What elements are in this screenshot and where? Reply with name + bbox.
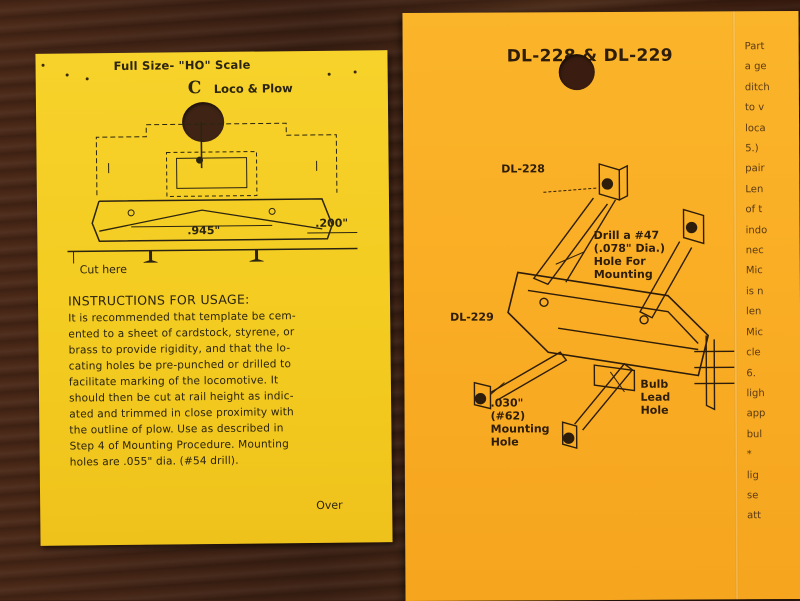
label-dl-228: DL-228 xyxy=(501,162,545,175)
side-text-line: cle xyxy=(746,343,800,364)
side-text-line: indo xyxy=(746,220,800,241)
side-text-line: Mic xyxy=(746,261,800,282)
side-text-line: lig xyxy=(747,465,800,486)
dimension-200: .200" xyxy=(315,217,348,230)
drill-note-line: Drill a #47 xyxy=(594,229,665,242)
side-text-line: * xyxy=(747,445,800,466)
over-label: Over xyxy=(316,499,343,512)
side-text-line: att xyxy=(747,506,800,527)
mounting-note-line: (#62) xyxy=(491,409,550,422)
drill-note-line: Hole For xyxy=(594,255,665,268)
drill-note: Drill a #47 (.078" Dia.) Hole For Mounti… xyxy=(594,229,666,281)
dimension-945: .945" xyxy=(187,224,220,237)
bulb-note-line: Hole xyxy=(641,404,671,417)
instructions-body: It is recommended that template be cem- … xyxy=(68,307,390,470)
mounting-note-line: Hole xyxy=(491,435,550,448)
bulb-note: Bulb Lead Hole xyxy=(640,378,670,417)
side-text-line: len xyxy=(746,302,800,323)
side-text-line: 6. xyxy=(746,363,800,384)
cut-here-label: Cut here xyxy=(80,263,127,276)
plow-template-drawing xyxy=(36,120,389,264)
hanger-hole xyxy=(559,54,595,90)
template-card: Full Size- "HO" Scale C Loco & Plow xyxy=(35,50,392,546)
side-text-line: ligh xyxy=(746,384,800,405)
scale-title: Full Size- "HO" Scale xyxy=(113,58,250,73)
side-text-line: 5.) xyxy=(745,139,800,160)
side-text-line: is n xyxy=(746,282,800,303)
side-text-line: to v xyxy=(745,98,800,119)
side-text-line: Len xyxy=(745,180,800,201)
logo-text: Loco & Plow xyxy=(214,81,293,96)
side-text-line: bul xyxy=(747,425,800,446)
side-text-line: a ge xyxy=(745,57,800,78)
instruction-line: holes are .055" dia. (#54 drill). xyxy=(70,451,390,470)
side-text-line: loca xyxy=(745,118,800,139)
side-text-line: of t xyxy=(745,200,800,221)
drill-note-line: Mounting xyxy=(594,268,665,281)
bulb-note-line: Bulb xyxy=(640,378,670,391)
side-text-line: se xyxy=(747,486,800,507)
instructions-heading: INSTRUCTIONS FOR USAGE: xyxy=(68,292,250,309)
label-dl-229: DL-229 xyxy=(450,311,494,324)
side-text-line: pair xyxy=(745,159,800,180)
mounting-note-line: .030" xyxy=(490,396,549,409)
drill-note-line: (.078" Dia.) xyxy=(594,242,665,255)
instruction-sheet: DL-228 & DL-229 xyxy=(402,11,800,601)
logo-mark: C xyxy=(188,78,202,98)
bulb-note-line: Lead xyxy=(640,391,670,404)
side-text-line: ditch xyxy=(745,78,800,99)
side-text-column: Part a ge ditch to v loca 5.) pair Len o… xyxy=(745,37,800,527)
side-text-line: Part xyxy=(745,37,800,58)
mounting-hole-note: .030" (#62) Mounting Hole xyxy=(490,396,549,448)
side-text-line: Mic xyxy=(746,323,800,344)
side-text-line: nec xyxy=(746,241,800,262)
mounting-note-line: Mounting xyxy=(491,422,550,435)
side-text-line: app xyxy=(747,404,800,425)
